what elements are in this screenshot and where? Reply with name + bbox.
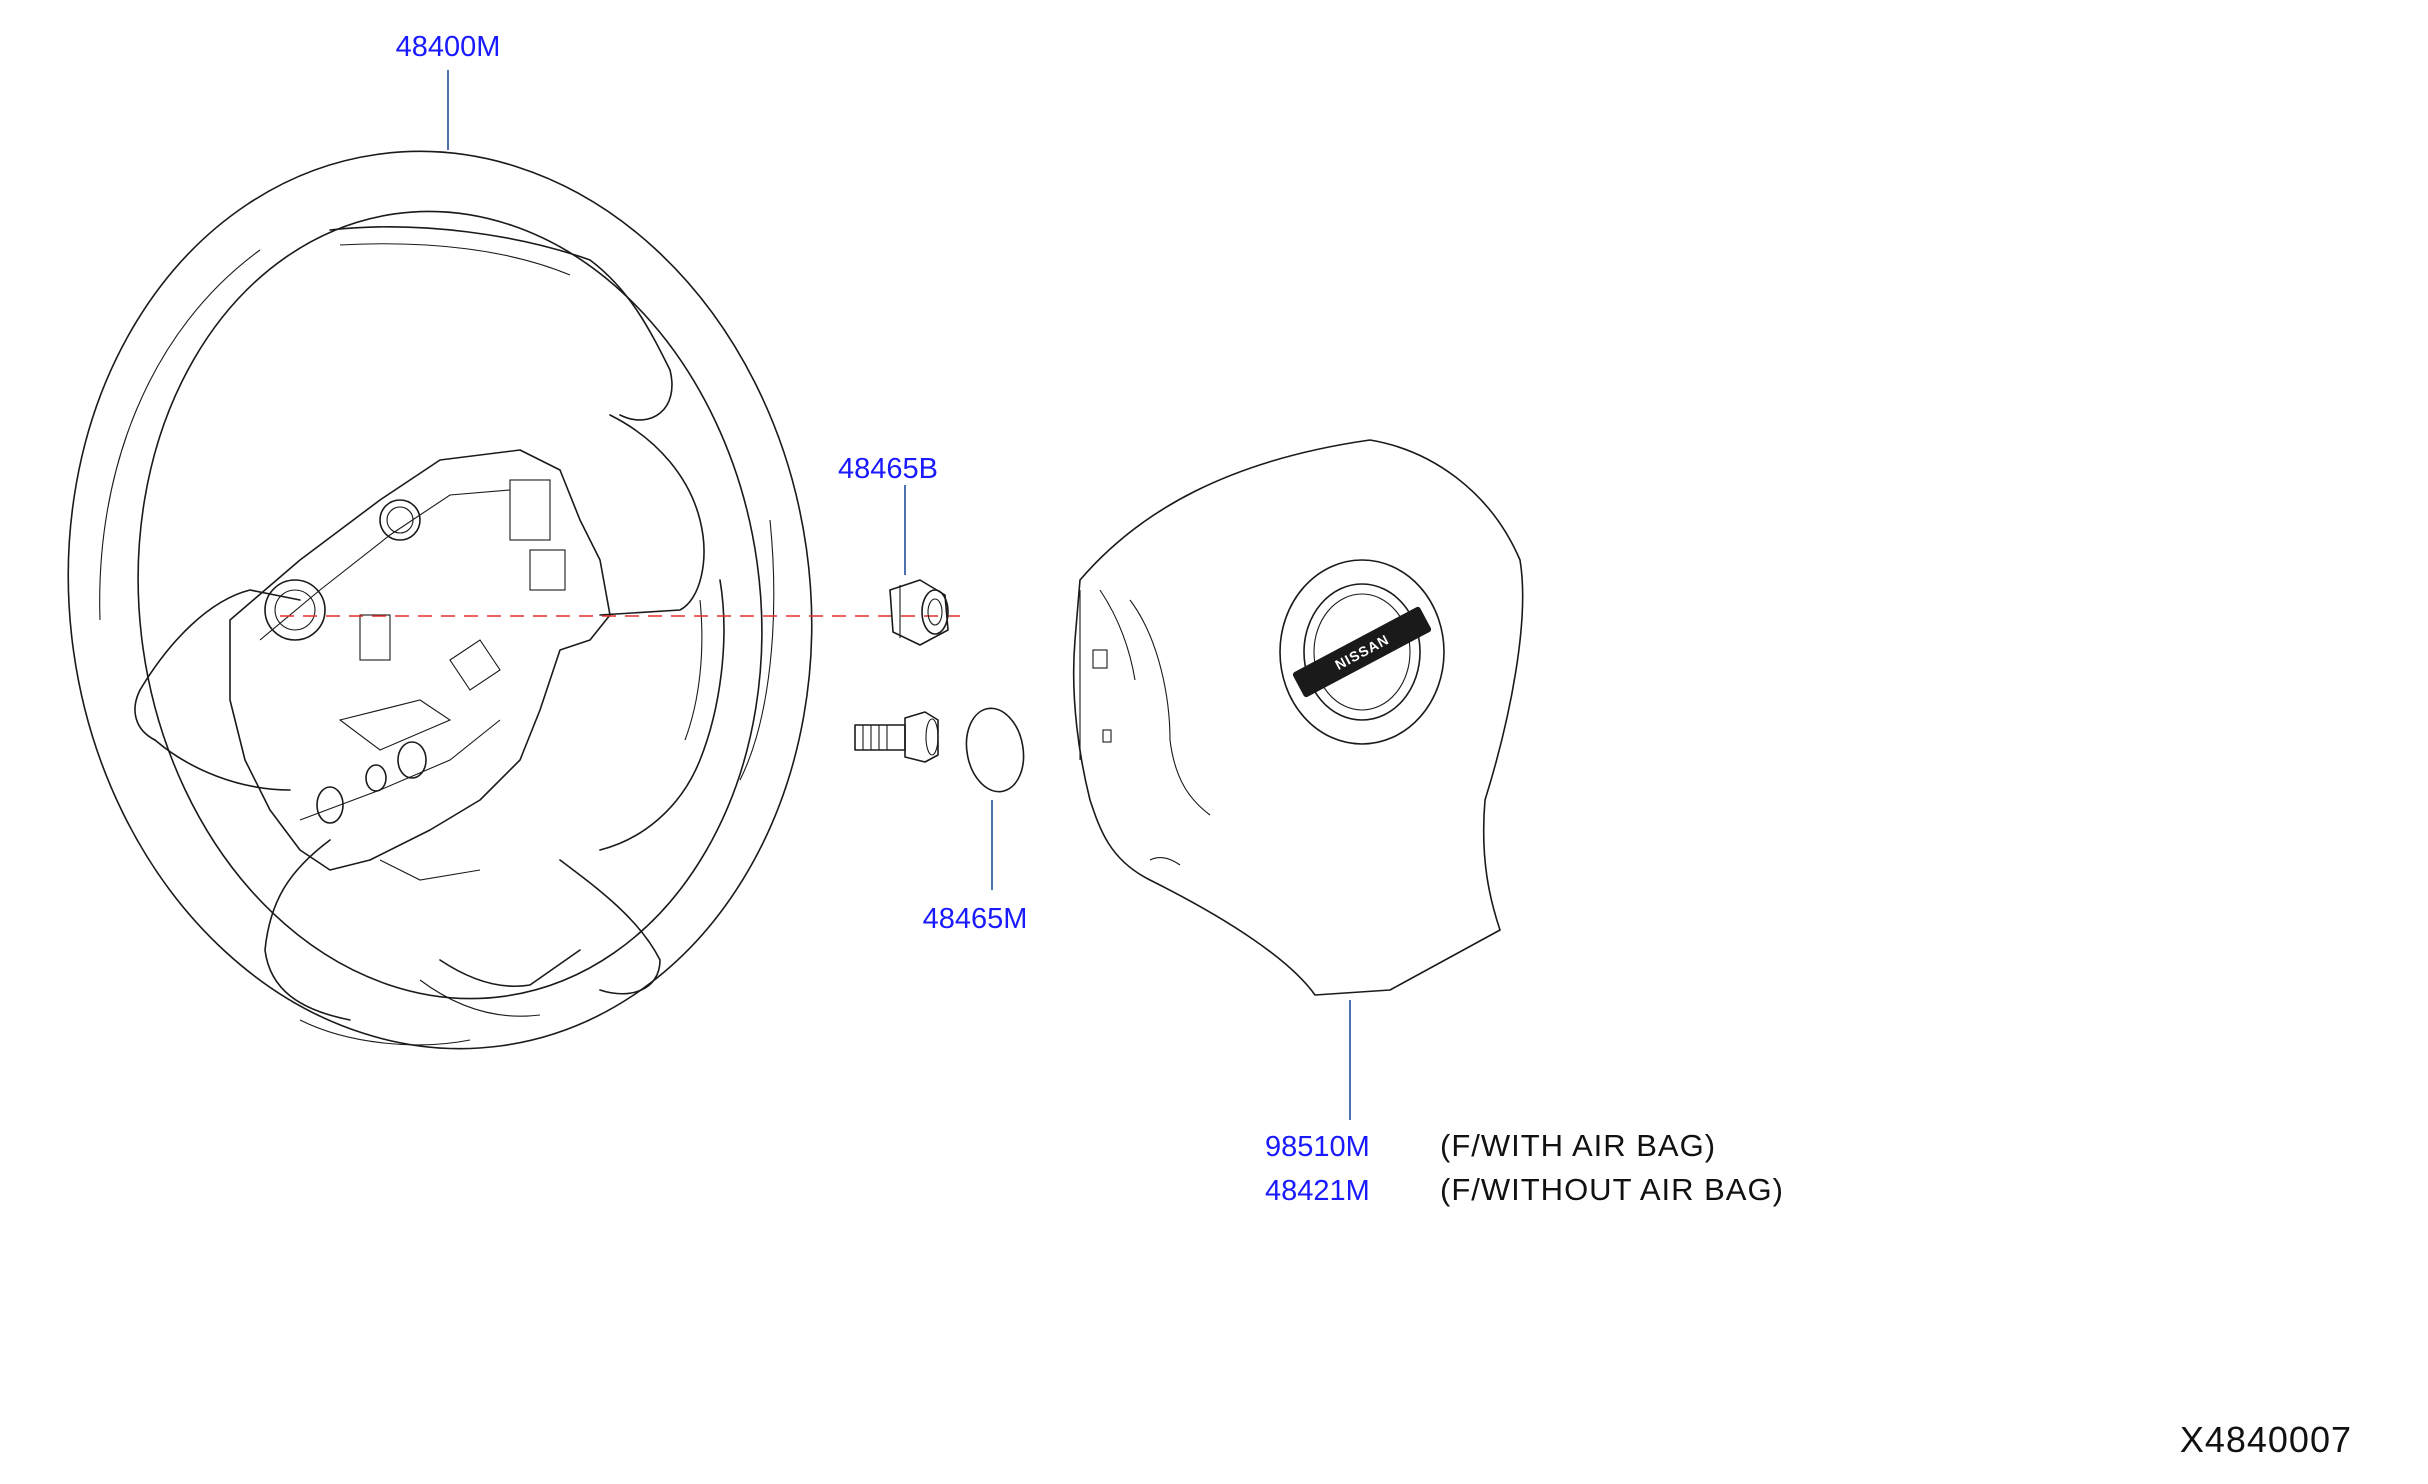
part-number-nut: 48465B [838, 453, 938, 485]
nut-drawing [889, 579, 949, 646]
bolt-drawing [854, 711, 939, 763]
note-with-air-bag: (F/WITH AIR BAG) [1440, 1128, 1716, 1163]
diagram-code: X4840007 [2180, 1419, 2352, 1460]
cap-drawing [965, 707, 1025, 793]
part-number-airbag-module: 98510M [1265, 1131, 1370, 1163]
part-number-cap: 48465M [923, 903, 1028, 935]
part-number-pad: 48421M [1265, 1175, 1370, 1207]
airbag-module-drawing: NISSAN [1072, 439, 1524, 996]
part-number-steering-wheel: 48400M [396, 31, 501, 63]
emblem-outer [1279, 559, 1445, 745]
steering-wheel-drawing [67, 150, 813, 1050]
note-without-air-bag: (F/WITHOUT AIR BAG) [1440, 1172, 1784, 1207]
